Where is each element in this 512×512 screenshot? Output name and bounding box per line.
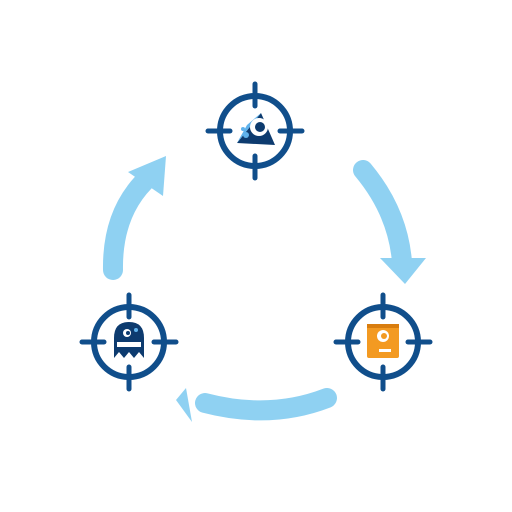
arrow-top-to-bottom-right	[353, 160, 426, 284]
ghost-eye-icon	[114, 322, 144, 358]
crosshair-icon	[205, 81, 305, 181]
orange-box-eye-icon	[367, 324, 399, 358]
crosshair-icon	[333, 292, 433, 392]
arrow-bottom-left-to-top	[102, 156, 166, 280]
node-bottom-right	[333, 292, 433, 392]
eye-pyramid-icon	[237, 113, 275, 145]
arrow-bottom-right-to-bottom-left	[176, 388, 337, 422]
crosshair-icon	[79, 292, 179, 392]
node-top	[205, 81, 305, 181]
node-bottom-left	[79, 292, 179, 392]
